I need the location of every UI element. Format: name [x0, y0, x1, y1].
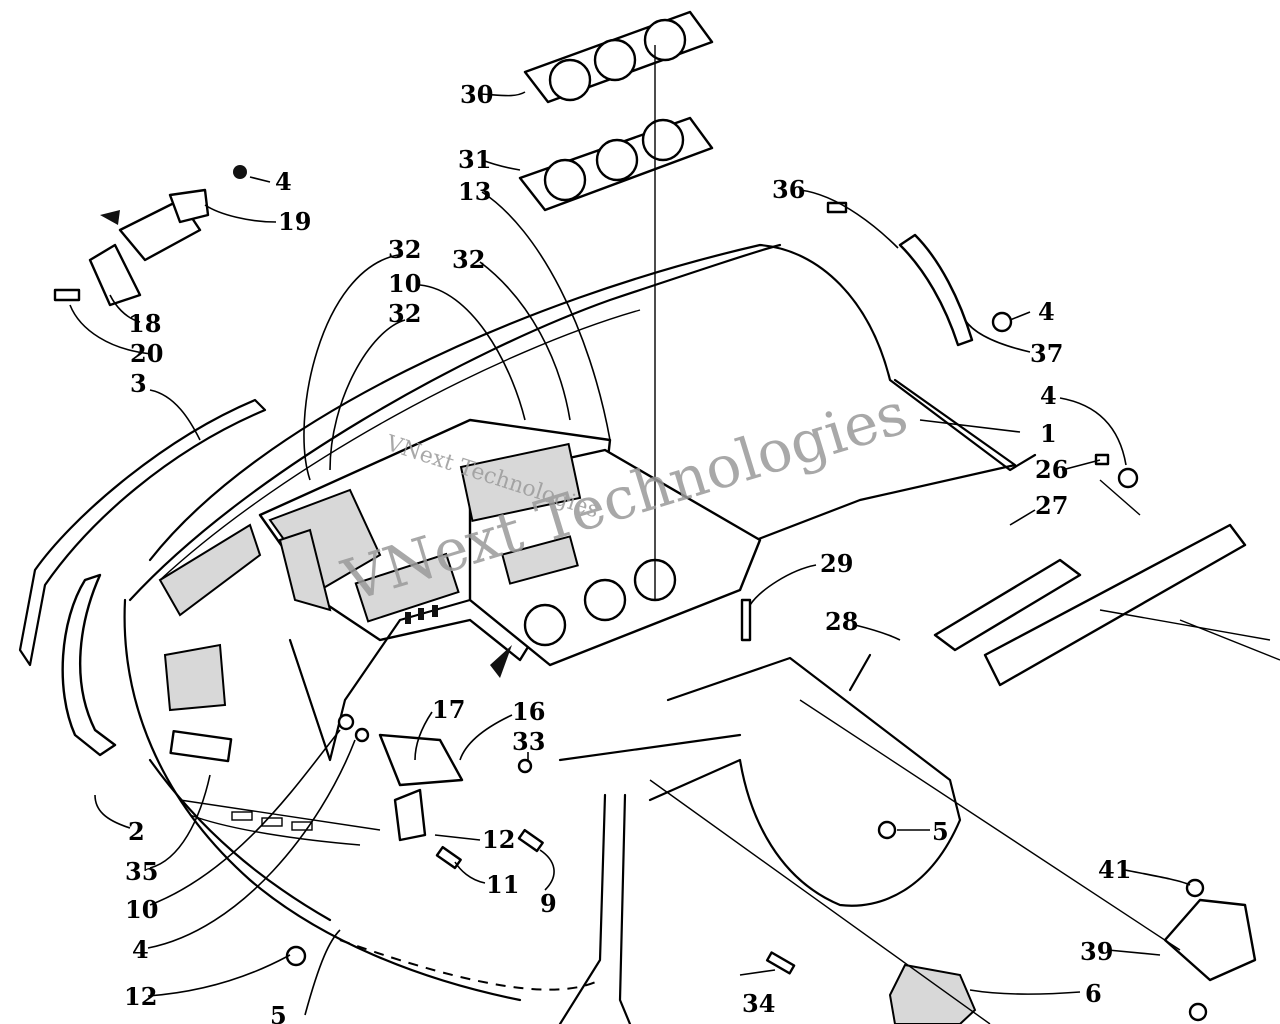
part-label: 11 — [486, 870, 519, 899]
part-label: 12 — [482, 825, 515, 854]
part-label: 10 — [125, 895, 158, 924]
fasteners — [285, 598, 897, 975]
part-label: 3 — [130, 369, 147, 398]
part-label: 4 — [275, 167, 292, 196]
part-label: 32 — [388, 299, 421, 328]
mirror-bracket-19 — [100, 165, 247, 262]
part-label: 34 — [742, 989, 775, 1018]
part-label: 29 — [820, 549, 853, 578]
part-label: 17 — [432, 695, 465, 724]
part-label: 33 — [512, 727, 545, 756]
part-label: 41 — [1098, 855, 1131, 884]
part-label: 2 — [128, 817, 145, 846]
part-label: 26 — [1035, 455, 1068, 484]
part-label: 6 — [1085, 979, 1102, 1008]
windshield-trim-3 — [18, 398, 267, 667]
part-label: 37 — [1030, 339, 1063, 368]
part-label: 19 — [278, 207, 311, 236]
part-label: 5 — [270, 1001, 287, 1024]
gauge-bezel-30 — [523, 10, 714, 104]
hinge-pin-26 — [1094, 453, 1141, 516]
part-label: 36 — [772, 175, 805, 204]
hinge-bracket-39 — [1163, 878, 1257, 1022]
part-label: 4 — [1038, 297, 1055, 326]
callout-labels: 30 31 13 36 4 19 18 20 3 32 10 32 32 4 3… — [124, 80, 1131, 1024]
part-label: 1 — [1040, 419, 1057, 448]
part-label: 28 — [825, 607, 858, 636]
part-label: 18 — [128, 309, 161, 338]
part-label: 10 — [388, 269, 421, 298]
part-label: 32 — [452, 245, 485, 274]
part-label: 12 — [124, 982, 157, 1011]
part-label: 5 — [932, 817, 949, 846]
part-label: 20 — [130, 339, 163, 368]
lower-plate — [558, 656, 1181, 1024]
hood-body — [123, 243, 1037, 1002]
part-label: 39 — [1080, 937, 1113, 966]
mirror-base-18 — [53, 243, 142, 307]
latch-6 — [888, 963, 977, 1024]
part-label: 30 — [460, 80, 493, 109]
gauge-gasket-31 — [518, 116, 714, 212]
part-label: 4 — [1040, 381, 1057, 410]
hinge-rail-28 — [848, 523, 1280, 692]
part-label: 27 — [1035, 491, 1068, 520]
leader-lines — [69, 91, 1191, 1016]
windshield-trim-2 — [61, 573, 117, 757]
part-label: 32 — [388, 235, 421, 264]
part-label: 4 — [132, 935, 149, 964]
instrument-console — [158, 418, 762, 763]
part-label: 31 — [458, 145, 491, 174]
part-label: 35 — [125, 857, 158, 886]
strap-37 — [826, 201, 1013, 347]
part-label: 16 — [512, 697, 545, 726]
part-label: 9 — [540, 889, 557, 918]
part-label: 13 — [458, 177, 491, 206]
